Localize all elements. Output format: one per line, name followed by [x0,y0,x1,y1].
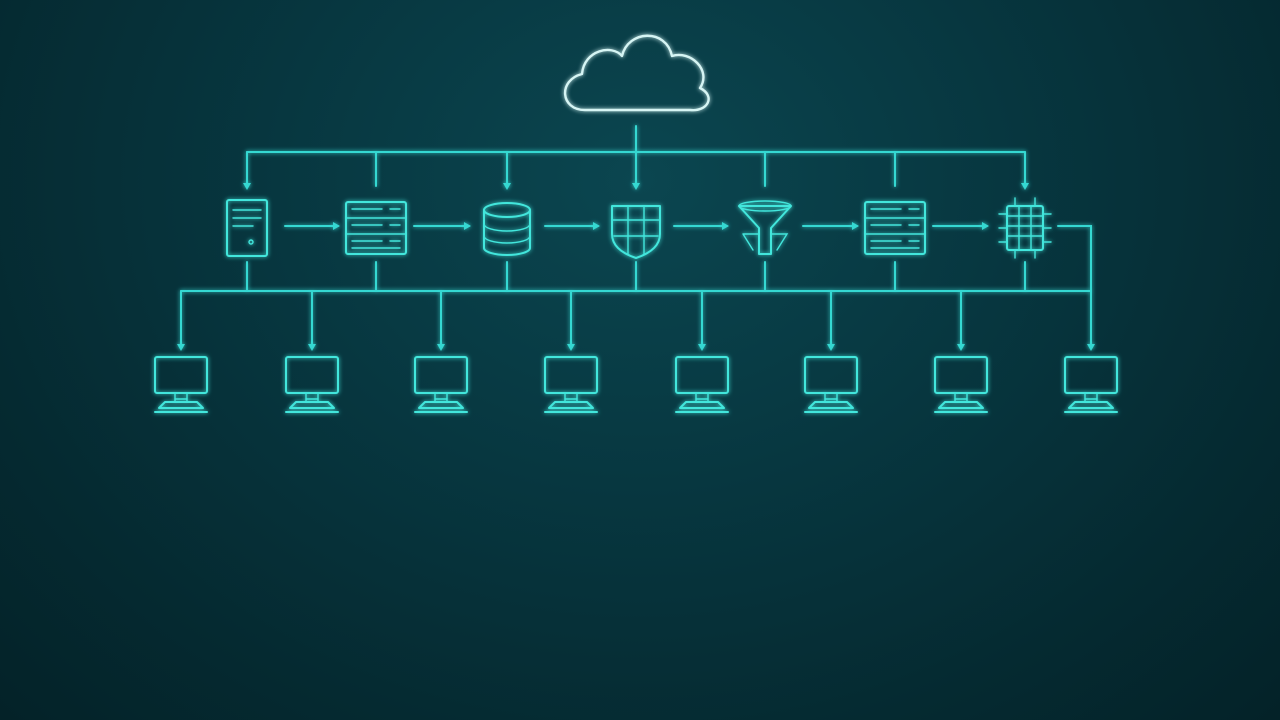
arrow-head [957,344,965,351]
monitor-icon [675,356,729,413]
arrow-head [503,183,511,190]
cloud-icon [563,34,710,112]
arrow-head [722,222,729,230]
server-icon [226,199,268,257]
monitor-icon [285,356,339,413]
server-rack-icon [864,201,926,255]
server-rack-icon [345,201,407,255]
arrow-head [1087,344,1095,351]
arrow-head [852,222,859,230]
circuit-chip-icon [998,197,1052,259]
arrow-head [698,344,706,351]
funnel-filter-icon [738,200,792,255]
monitor-icon [154,356,208,413]
monitor-icon [804,356,858,413]
arrow-head [308,344,316,351]
pipeline-row [226,197,1052,259]
arrow-head [593,222,600,230]
database-icon [483,202,531,256]
arrow-head [1021,183,1029,190]
firewall-shield-icon [611,205,661,259]
arrow-head [567,344,575,351]
arrow-head [243,183,251,190]
arrow-head [333,222,340,230]
client-row [154,356,1118,413]
arrow-head [437,344,445,351]
arrow-head [982,222,989,230]
arrow-head [177,344,185,351]
connection-lines [177,125,1095,351]
monitor-icon [544,356,598,413]
monitor-icon [1064,356,1118,413]
monitor-icon [414,356,468,413]
arrow-head [827,344,835,351]
arrow-head [632,183,640,190]
arrow-head [464,222,471,230]
return-loop [1057,225,1092,292]
monitor-icon [934,356,988,413]
